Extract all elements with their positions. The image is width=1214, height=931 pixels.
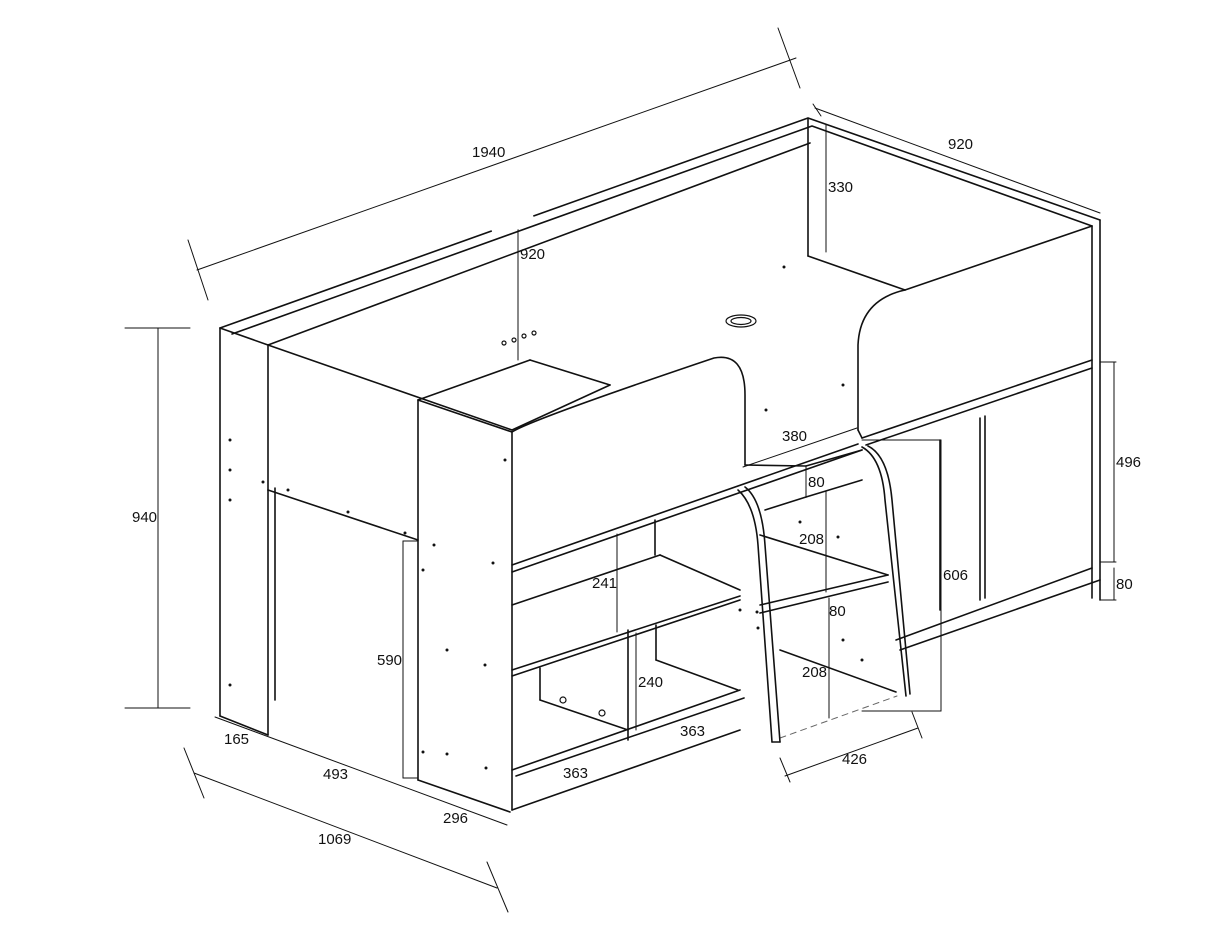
dim-shelf-lower-height: 240 [638, 674, 664, 691]
dim-desk-opening-height: 590 [377, 652, 403, 669]
dim-step-thickness-top: 80 [808, 474, 825, 491]
dim-step-thickness-bottom: 80 [829, 603, 846, 620]
dim-side-module-width: 296 [443, 810, 469, 827]
dim-steps-total-height: 606 [943, 567, 969, 584]
dim-shelf-right-width: 363 [680, 723, 706, 740]
dim-overall-depth-top: 920 [948, 136, 974, 153]
dim-shelf-upper-height: 241 [592, 575, 618, 592]
bed-frame [219, 117, 1101, 813]
dim-overall-length: 1940 [472, 144, 506, 161]
dimension-lines [124, 27, 1117, 913]
dim-step-gap-bottom: 208 [802, 664, 828, 681]
dim-plinth-height: 80 [1116, 576, 1133, 593]
dim-step-gap-top: 208 [799, 531, 825, 548]
dim-desk-opening-width: 493 [323, 766, 349, 783]
dim-shelf-left-width: 363 [563, 765, 589, 782]
dim-overall-height: 940 [132, 509, 158, 526]
dim-cupboard-door-height: 496 [1116, 454, 1142, 471]
dim-step-width: 380 [782, 428, 808, 445]
dim-inner-depth: 920 [520, 246, 546, 263]
dim-end-panel-width: 165 [224, 731, 250, 748]
hardware-details [228, 265, 864, 770]
dim-overall-width-side: 1069 [318, 831, 352, 848]
dim-steps-depth: 426 [842, 751, 868, 768]
dim-headboard-rail-height: 330 [828, 179, 854, 196]
